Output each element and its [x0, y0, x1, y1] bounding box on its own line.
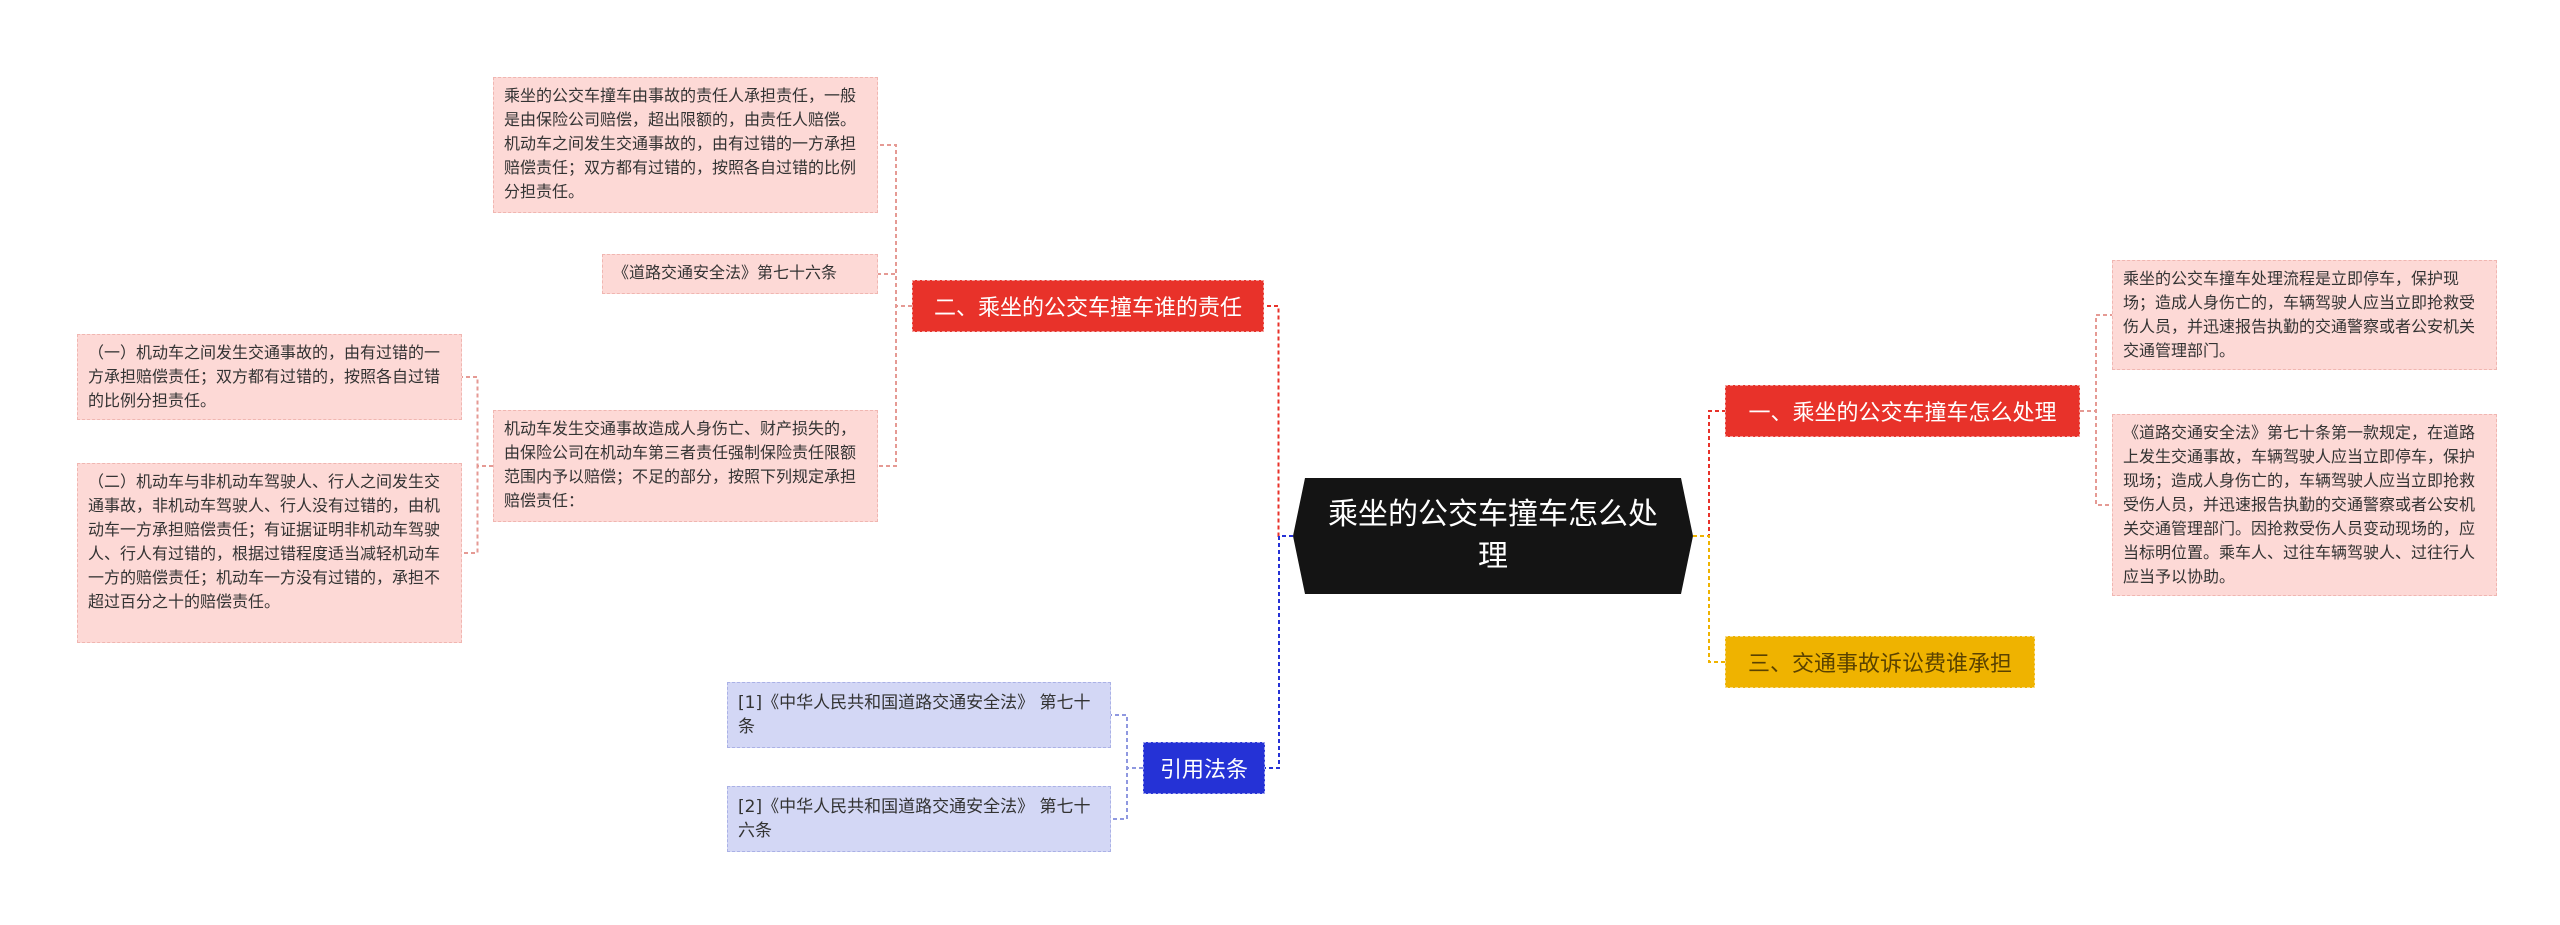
- branch-handling[interactable]: 一、乘坐的公交车撞车怎么处理: [1725, 385, 2080, 437]
- branch-handling-label: 一、乘坐的公交车撞车怎么处理: [1748, 401, 2057, 426]
- branch-citations[interactable]: 引用法条: [1143, 742, 1265, 794]
- leaf-clause-two[interactable]: （二）机动车与非机动车驾驶人、行人之间发生交通事故，非机动车驾驶人、行人没有过错…: [77, 463, 462, 643]
- link-root-litigation-fee: [1693, 535, 1725, 663]
- link-citation-70: [1111, 714, 1143, 769]
- branch-citations-label: 引用法条: [1159, 758, 1248, 783]
- citation-article-70-text: [1]《中华人民共和国道路交通安全法》 第七十条: [738, 693, 1091, 737]
- leaf-handling-process-text: 乘坐的公交车撞车处理流程是立即停车，保护现场；造成人身伤亡的，车辆驾驶人应当立即…: [2123, 269, 2476, 360]
- branch-responsibility[interactable]: 二、乘坐的公交车撞车谁的责任: [912, 280, 1264, 332]
- leaf-responsibility-summary-text: 乘坐的公交车撞车由事故的责任人承担责任，一般是由保险公司赔偿，超出限额的，由责任…: [504, 86, 857, 201]
- link-root-citations: [1265, 535, 1293, 769]
- leaf-clause-one[interactable]: （一）机动车之间发生交通事故的，由有过错的一方承担赔偿责任；双方都有过错的，按照…: [77, 334, 462, 420]
- link-responsibility-summary: [878, 144, 912, 307]
- leaf-insurance-compensation-text: 机动车发生交通事故造成人身伤亡、财产损失的，由保险公司在机动车第三者责任强制保险…: [504, 419, 857, 510]
- link-responsibility-law: [878, 273, 912, 307]
- link-handling-law: [2080, 410, 2112, 506]
- link-responsibility-insurance: [878, 305, 912, 467]
- branch-responsibility-label: 二、乘坐的公交车撞车谁的责任: [933, 296, 1242, 321]
- leaf-traffic-law-article-76-text: 《道路交通安全法》第七十六条: [613, 263, 838, 282]
- branch-litigation-fee-label: 三、交通事故诉讼费谁承担: [1747, 652, 2012, 677]
- leaf-insurance-compensation[interactable]: 机动车发生交通事故造成人身伤亡、财产损失的，由保险公司在机动车第三者责任强制保险…: [493, 410, 878, 522]
- leaf-traffic-law-article-70-text: 《道路交通安全法》第七十条第一款规定，在道路上发生交通事故，车辆驾驶人应当立即停…: [2123, 423, 2476, 586]
- link-root-responsibility: [1264, 305, 1293, 537]
- leaf-traffic-law-article-76[interactable]: 《道路交通安全法》第七十六条: [602, 254, 878, 294]
- citation-article-76-text: [2]《中华人民共和国道路交通安全法》 第七十六条: [738, 797, 1091, 841]
- link-insurance-clause-one: [462, 376, 493, 467]
- link-insurance-clause-two: [462, 465, 493, 554]
- link-citation-76: [1111, 767, 1143, 820]
- leaf-clause-two-text: （二）机动车与非机动车驾驶人、行人之间发生交通事故，非机动车驾驶人、行人没有过错…: [88, 472, 441, 611]
- leaf-traffic-law-article-70[interactable]: 《道路交通安全法》第七十条第一款规定，在道路上发生交通事故，车辆驾驶人应当立即停…: [2112, 414, 2497, 596]
- citation-article-76[interactable]: [2]《中华人民共和国道路交通安全法》 第七十六条: [727, 786, 1111, 852]
- link-root-handling: [1693, 410, 1725, 537]
- root-topic[interactable]: 乘坐的公交车撞车怎么处理: [1293, 478, 1693, 594]
- leaf-clause-one-text: （一）机动车之间发生交通事故的，由有过错的一方承担赔偿责任；双方都有过错的，按照…: [88, 343, 441, 410]
- root-topic-text: 乘坐的公交车撞车怎么处理: [1328, 497, 1658, 574]
- leaf-responsibility-summary[interactable]: 乘坐的公交车撞车由事故的责任人承担责任，一般是由保险公司赔偿，超出限额的，由责任…: [493, 77, 878, 213]
- branch-litigation-fee[interactable]: 三、交通事故诉讼费谁承担: [1725, 636, 2035, 688]
- link-handling-process: [2080, 314, 2112, 412]
- leaf-handling-process[interactable]: 乘坐的公交车撞车处理流程是立即停车，保护现场；造成人身伤亡的，车辆驾驶人应当立即…: [2112, 260, 2497, 370]
- citation-article-70[interactable]: [1]《中华人民共和国道路交通安全法》 第七十条: [727, 682, 1111, 748]
